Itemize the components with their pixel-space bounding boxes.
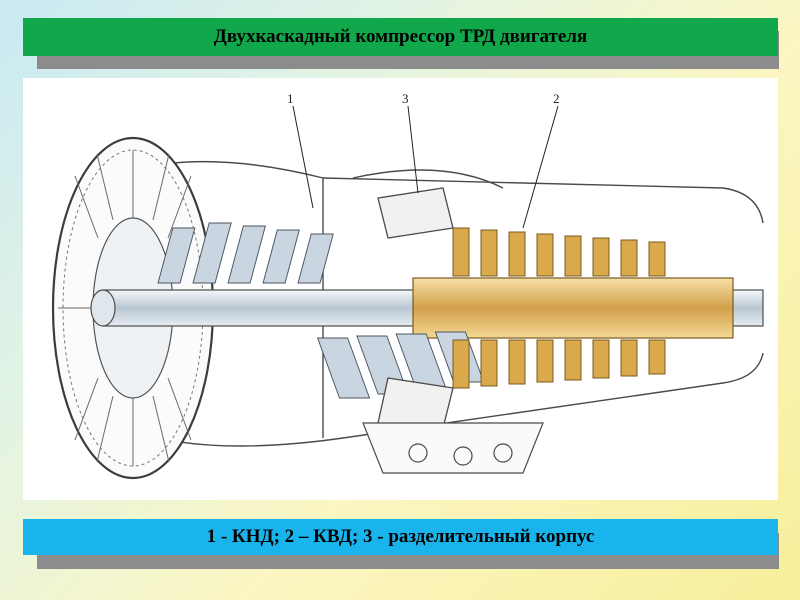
callout-1-label: 1 — [287, 91, 294, 106]
slide-title: Двухкаскадный компрессор ТРД двигателя — [213, 26, 588, 47]
low-pressure-compressor — [157, 222, 485, 399]
accessory-gearbox — [362, 422, 544, 474]
callout-2: 2 — [522, 91, 560, 229]
callout-2-label: 2 — [553, 91, 560, 106]
callout-1: 1 — [287, 91, 314, 209]
compressor-cutaway-drawing: 1 3 2 — [51, 91, 764, 480]
title-banner: Двухкаскадный компрессор ТРД двигателя — [23, 18, 778, 56]
caption-banner: 1 - КНД; 2 – КВД; 3 - разделительный кор… — [23, 519, 778, 555]
callout-3-label: 3 — [402, 91, 409, 106]
callout-3: 3 — [402, 91, 419, 194]
rotor-shaft — [90, 277, 764, 339]
engine-figure: 1 3 2 — [23, 78, 778, 500]
intermediate-casing — [377, 187, 454, 429]
high-pressure-compressor — [452, 227, 666, 389]
figure-caption: 1 - КНД; 2 – КВД; 3 - разделительный кор… — [206, 526, 595, 547]
